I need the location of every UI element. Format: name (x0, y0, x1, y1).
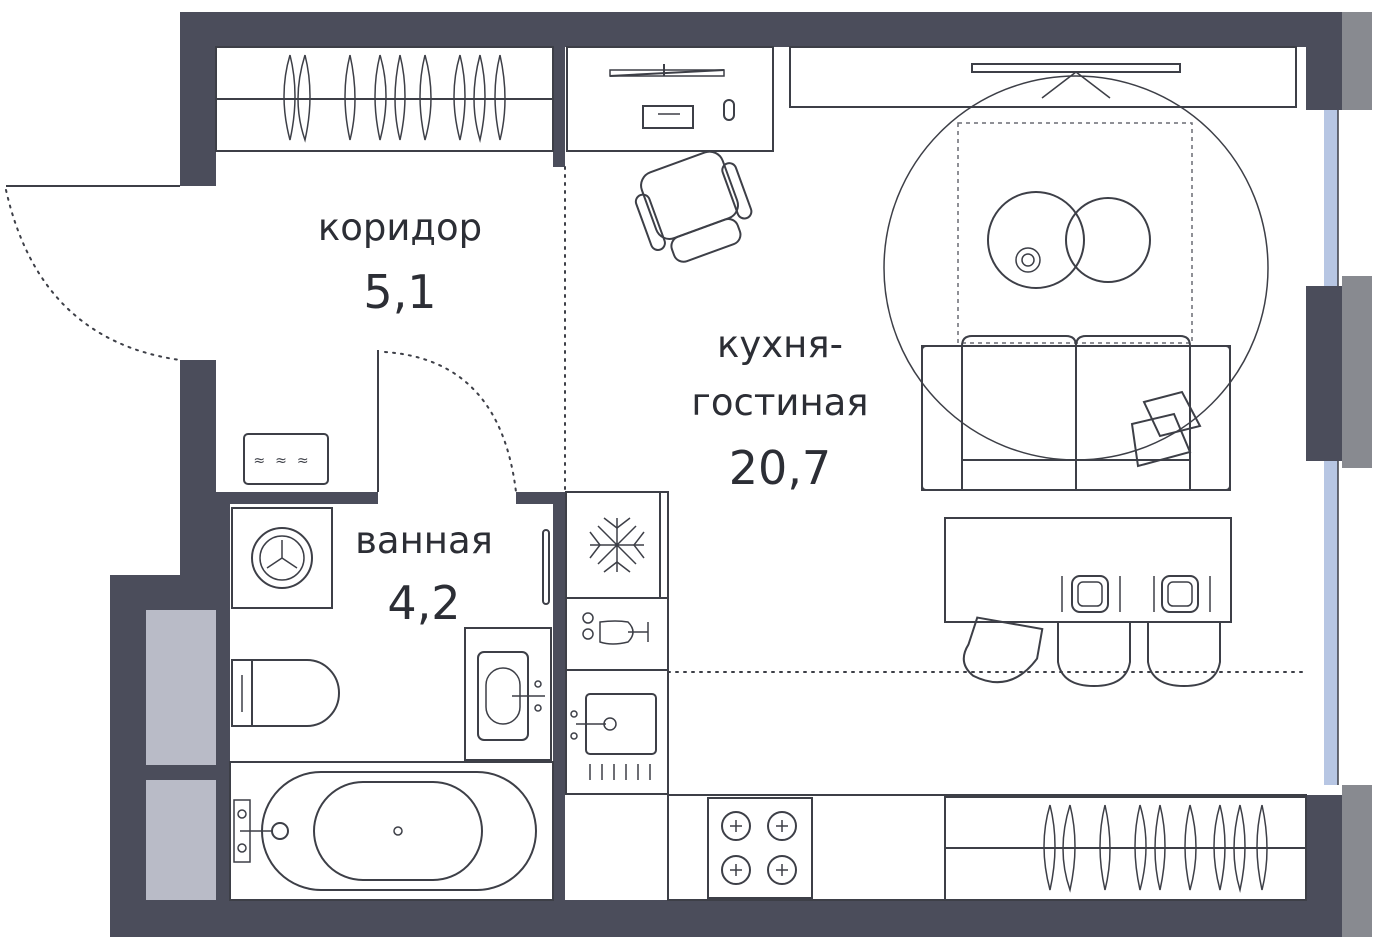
kitchen-living-area: 20,7 (729, 441, 831, 495)
svg-text:≈≈≈: ≈≈≈ (253, 453, 318, 469)
bathtub-icon (229, 761, 554, 901)
shaft-blocks (146, 610, 216, 900)
sofa-icon (921, 335, 1231, 491)
exterior-wall (1342, 12, 1372, 937)
office-chair-icon (634, 150, 753, 263)
wardrobe-icon (215, 46, 554, 152)
washing-machine-icon (231, 507, 333, 609)
corridor-name: коридор (318, 206, 482, 249)
walls (110, 12, 1344, 937)
bathroom-door-icon (377, 350, 517, 493)
washbasin-icon (464, 627, 552, 761)
corridor-area: 5,1 (363, 265, 436, 319)
radiator-icon: ≈≈≈ (243, 433, 329, 485)
desk-icon (566, 46, 774, 152)
toilet-icon (231, 659, 340, 727)
place-setting-icon (1061, 575, 1211, 613)
bathroom-area: 4,2 (387, 576, 460, 630)
pillow-icon (1130, 390, 1202, 468)
coffee-table-icon (987, 191, 1151, 289)
kitchen-living-name-line2: гостиная (691, 381, 868, 424)
entrance-door-icon (5, 185, 181, 361)
oven-icon (565, 597, 669, 671)
kitchen-sink-icon (565, 669, 669, 795)
bathroom-towel-rail (542, 529, 550, 605)
tv-icon (789, 46, 1297, 108)
wardrobe-icon (944, 796, 1307, 901)
cooktop-icon (707, 797, 813, 899)
dishwasher-icon (589, 764, 651, 780)
dining-chair-icon (962, 616, 1221, 688)
windows (1324, 110, 1339, 785)
refrigerator-icon (565, 491, 669, 599)
bathroom-name: ванная (355, 519, 493, 562)
kitchen-living-name-line1: кухня- (717, 323, 843, 366)
zone-boundaries (564, 166, 1307, 673)
